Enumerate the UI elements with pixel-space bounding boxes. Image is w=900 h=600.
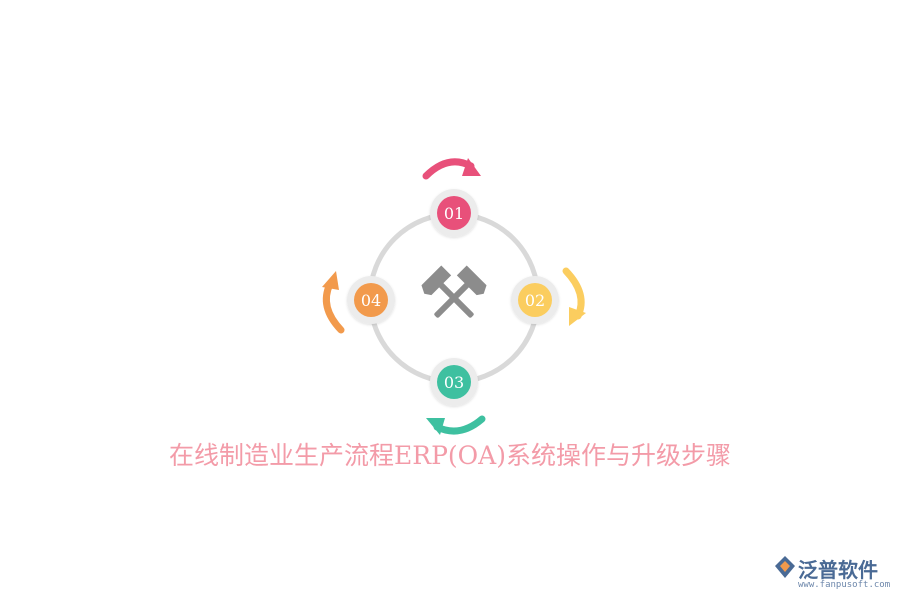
step-dot-01 (437, 196, 471, 230)
step-label-02: 02 (525, 291, 545, 310)
step-node-02: 02 (511, 276, 559, 324)
step-dot-03 (437, 365, 471, 399)
crossed-hammers-icon (421, 265, 487, 318)
brand-logo-icon (775, 556, 795, 578)
arrow-icon-04 (322, 271, 345, 334)
brand-url: www.fanpusoft.com (798, 580, 891, 590)
step-dot-02 (518, 283, 552, 317)
brand-logo: 泛普软件 www.fanpusoft.com (770, 552, 892, 596)
step-label-01: 01 (444, 204, 464, 223)
step-label-03: 03 (444, 373, 464, 392)
step-label-04: 04 (361, 291, 381, 310)
step-dot-04 (354, 283, 388, 317)
arrow-icon-01 (422, 158, 481, 180)
step-node-04: 04 (347, 276, 395, 324)
step-node-01: 01 (430, 189, 478, 237)
arrow-icon-03 (426, 415, 486, 435)
diagram-title: 在线制造业生产流程ERP(OA)系统操作与升级步骤 (169, 441, 731, 470)
arrow-icon-02 (562, 267, 586, 326)
brand-name: 泛普软件 (798, 558, 878, 582)
step-node-03: 03 (430, 358, 478, 406)
